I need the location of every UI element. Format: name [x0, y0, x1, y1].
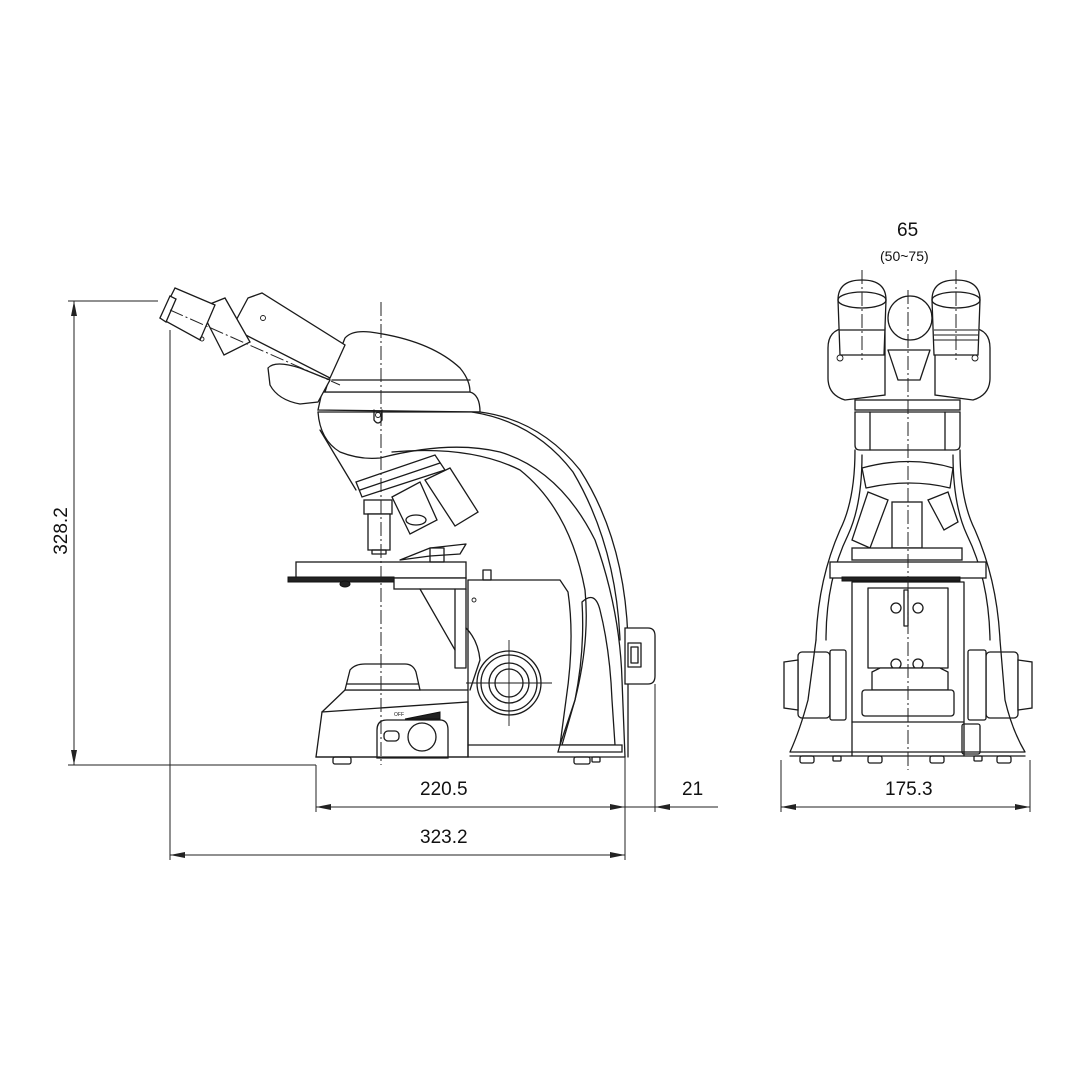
side-arm — [317, 411, 629, 758]
front-eyepieces — [827, 270, 991, 401]
eyepiece-axis — [169, 309, 341, 386]
dimension-interpupillary-range: (50~75) — [880, 248, 929, 264]
front-view — [783, 270, 1033, 770]
dimension-rear-protrusion: 21 — [682, 779, 704, 800]
dimension-lines — [68, 300, 1031, 860]
side-view — [159, 287, 656, 765]
dimension-base-depth: 220.5 — [420, 779, 468, 800]
front-stage-screws — [890, 602, 924, 670]
side-head — [159, 287, 481, 424]
front-focus-knobs — [783, 649, 1033, 755]
side-nosepiece — [319, 429, 479, 555]
side-base — [315, 663, 626, 765]
dimension-overall-depth: 323.2 — [420, 827, 468, 848]
dimension-total-height: 328.2 — [51, 507, 72, 555]
dimension-interpupillary: 65 — [897, 220, 919, 241]
dimension-base-width: 175.3 — [885, 779, 933, 800]
side-focus-knob — [466, 640, 552, 726]
front-arm — [815, 449, 1001, 641]
side-rear-connector — [624, 627, 656, 685]
power-switch-label: OFF — [394, 712, 404, 718]
